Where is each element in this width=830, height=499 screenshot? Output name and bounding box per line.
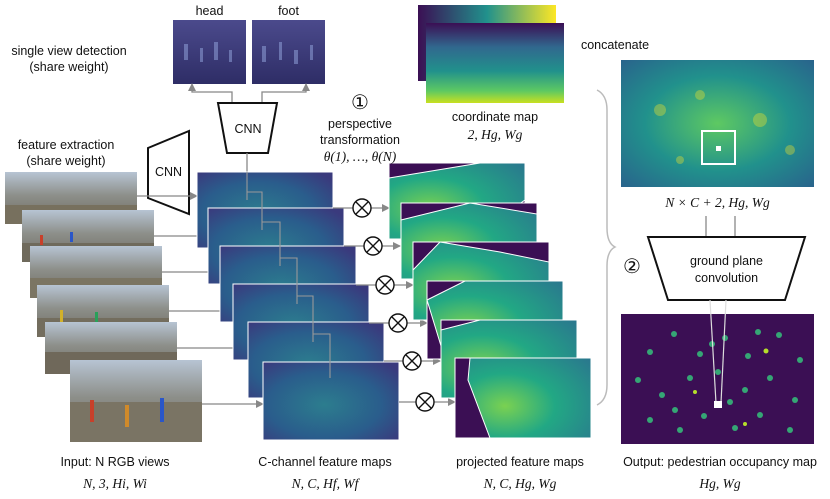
input-dims: N, 3, Hi, Wi (83, 476, 147, 491)
projected-maps-dims: N, C, Hg, Wg (483, 476, 557, 491)
feature-to-projection-arrows (333, 204, 456, 406)
single-view-title: single view detection (11, 44, 127, 58)
coordinate-map-label: coordinate map (451, 110, 539, 124)
feature-maps-label: C-channel feature maps (258, 455, 392, 469)
multiply-icon (402, 351, 422, 371)
single-view-cnn-block (216, 102, 279, 154)
output-label: Output: pedestrian occupancy map (623, 455, 817, 469)
ground-plane-conv-block (646, 236, 807, 301)
head-detection-map (173, 20, 246, 84)
cnn-to-head-arrow (188, 83, 233, 102)
pedestrian-peaks (693, 348, 769, 426)
feature-extraction-title: feature extraction (17, 138, 115, 152)
output-occupancy-map (621, 314, 814, 444)
feature-map (262, 361, 400, 441)
projected-maps-label: projected feature maps (456, 455, 584, 469)
head-detection-pedestrians (184, 42, 232, 62)
input-label: Input: N RGB views (60, 455, 170, 469)
ground-plane-subtitle: convolution (694, 271, 759, 285)
feature-maps-dims: N, C, Hf, Wf (291, 476, 359, 491)
coordinate-map-front (426, 23, 564, 103)
ground-plane-title: ground plane (690, 254, 763, 268)
feature-maps-stack (196, 171, 400, 441)
coordinate-map-dims: 2, Hg, Wg (467, 127, 523, 142)
perspective-subtitle: transformation (320, 133, 400, 147)
input-views-stack (5, 172, 202, 442)
cnn-to-foot-arrow (261, 83, 310, 102)
projected-maps-stack (388, 162, 592, 439)
theta-parameters: θ(1), …, θ(N) (323, 149, 397, 164)
output-pixel (714, 401, 722, 408)
step1-marker: ① (351, 92, 369, 114)
step2-marker: ② (623, 256, 641, 278)
concatenated-map-texture (654, 90, 795, 164)
multiply-icon (352, 198, 372, 218)
pedestrian-blobs (635, 329, 803, 433)
feature-stack-connectors (246, 172, 331, 378)
multiply-operators (352, 198, 435, 412)
feature-extraction-cnn-block (147, 129, 190, 216)
foot-detection-pedestrians (262, 42, 313, 64)
multiply-icon (415, 392, 435, 412)
foot-label: foot (278, 4, 299, 18)
conv-to-output-line-left (709, 299, 717, 404)
receptive-field-box (701, 130, 736, 165)
multiply-icon (363, 236, 383, 256)
receptive-field-center (716, 146, 721, 151)
projected-map (454, 357, 592, 439)
concat-dims: N × C + 2, Hg, Wg (665, 195, 770, 210)
concatenate-label: concatenate (580, 38, 650, 52)
input-view (70, 360, 202, 442)
feature-extraction-subtitle: (share weight) (26, 154, 106, 168)
head-label: head (195, 4, 224, 18)
perspective-title: perspective (328, 117, 392, 131)
single-view-subtitle: (share weight) (29, 60, 109, 74)
multiply-icon (375, 275, 395, 295)
multiply-icon (388, 313, 408, 333)
single-view-cnn-label: CNN (234, 122, 262, 136)
output-dims: Hg, Wg (699, 476, 741, 491)
conv-to-output-line-right (720, 299, 727, 404)
concatenated-feature-map (621, 60, 814, 187)
feature-extraction-cnn-label: CNN (154, 165, 183, 179)
concatenate-brace (596, 89, 617, 406)
